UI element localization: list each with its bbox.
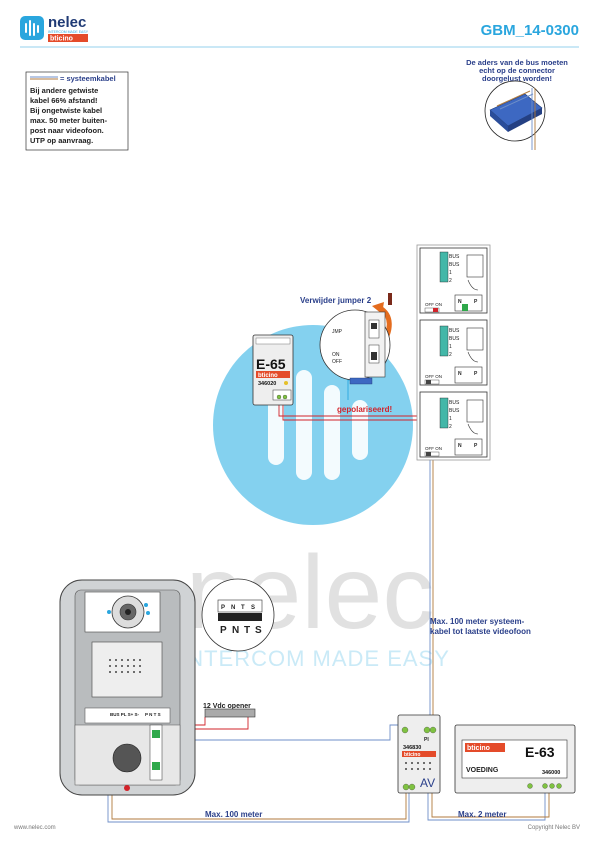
cable-note-line: Bij andere getwiste bbox=[30, 86, 98, 95]
speaker-grille bbox=[91, 641, 163, 698]
handset-icon bbox=[466, 327, 484, 351]
key-label: N bbox=[458, 371, 462, 377]
terminal-label: BUS bbox=[449, 328, 460, 334]
brand-logo: bticino bbox=[50, 36, 73, 43]
led-icon bbox=[284, 381, 288, 385]
switch-label: OFF ON bbox=[425, 302, 442, 307]
terminal-label: BUS bbox=[449, 254, 460, 260]
outdoor-panel: BUS PL S+ S- P N T S bbox=[59, 579, 196, 796]
cable-note-line: kabel 66% afstand! bbox=[30, 96, 98, 105]
e63-name: E-63 bbox=[525, 744, 555, 760]
av-code: 346830 bbox=[403, 745, 421, 751]
e65-module: E-65 bticino 346020 bbox=[252, 334, 294, 406]
terminal-label: BUS bbox=[449, 408, 460, 414]
terminal-label: N bbox=[232, 625, 239, 636]
e65-code: 346020 bbox=[258, 381, 276, 387]
system-cable-label: Max. 100 meter systeem- bbox=[430, 617, 525, 626]
off-label: OFF bbox=[332, 359, 342, 365]
connector-note-line: De aders van de bus moeten bbox=[466, 58, 568, 67]
terminal-label: 2 bbox=[449, 352, 452, 358]
bticino-logo-badge bbox=[48, 34, 88, 42]
terminal-label: S bbox=[255, 625, 262, 636]
terminal-label: 2 bbox=[449, 424, 452, 430]
switch-label: OFF ON bbox=[425, 374, 442, 379]
footer-copyright: Copyright Nelec BV bbox=[528, 825, 580, 831]
led-icon bbox=[124, 785, 130, 791]
doc-code: GBM_14-0300 bbox=[481, 22, 579, 39]
av-logo: bticino bbox=[404, 752, 420, 758]
call-button[interactable] bbox=[112, 743, 142, 773]
cable-note-legend: = systeemkabel bbox=[60, 74, 116, 83]
system-cable-label: kabel tot laatste videofoon bbox=[430, 627, 531, 636]
watermark-tagline: INTERCOM MADE EASY bbox=[180, 646, 450, 671]
connector-note-line: doorgelust worden! bbox=[482, 74, 552, 83]
key-label: N bbox=[458, 299, 462, 305]
brand-name: nelec bbox=[48, 14, 86, 31]
terminal-label: S bbox=[251, 605, 255, 611]
panel-terminal-detail: P N T S P N T S bbox=[201, 578, 275, 652]
e65-name: E-65 bbox=[256, 356, 286, 372]
connector-icon bbox=[489, 90, 543, 132]
door-opener-icon bbox=[204, 708, 256, 718]
jumper-green bbox=[462, 304, 468, 311]
key-label: N bbox=[458, 443, 462, 449]
handset-icon bbox=[466, 399, 484, 423]
e63-module: bticino E-63 VOEDING 346000 bbox=[454, 724, 576, 794]
switch-label: OFF ON bbox=[425, 446, 442, 451]
terminal-label: 1 bbox=[449, 416, 452, 422]
key-label: P bbox=[474, 371, 478, 377]
handset-icon bbox=[466, 254, 484, 278]
polarized-label: gepolariseerd! bbox=[337, 405, 392, 414]
panel-bottom-terminals: BUS PL S+ S- bbox=[110, 712, 140, 717]
max-100-label: Max. 100 meter bbox=[205, 810, 262, 819]
door-opener: 12 Vdc opener bbox=[203, 703, 256, 718]
panel-bottom-keys: P N T S bbox=[145, 712, 161, 717]
cable-note-line: UTP op aanvraag. bbox=[30, 136, 93, 145]
on-label: ON bbox=[332, 352, 340, 358]
e65-logo: bticino bbox=[258, 373, 278, 379]
videophone-unit: BUS BUS 1 2 N P OFF ON bbox=[419, 247, 488, 314]
terminal-label: P bbox=[221, 605, 225, 611]
nelec-logo-icon bbox=[20, 16, 44, 40]
cable-note-line: max. 50 meter buiten- bbox=[30, 116, 108, 125]
connector-note: De aders van de bus moeten echt op de co… bbox=[466, 58, 568, 142]
cable-note-line: post naar videofoon. bbox=[30, 126, 104, 135]
max-2-label: Max. 2 meter bbox=[458, 810, 506, 819]
opener-label: 12 Vdc opener bbox=[203, 703, 251, 710]
videophone-unit: BUS BUS 1 2 N P OFF ON bbox=[419, 319, 488, 386]
key-label: P bbox=[474, 299, 478, 305]
jumper-detail: Verwijder jumper 2 JMP ON OFF bbox=[300, 293, 392, 385]
cable-note-line: Bij ongetwiste kabel bbox=[30, 106, 102, 115]
footer-website: www.nelec.com bbox=[13, 825, 56, 831]
header: nelec INTERCOM MADE EASY bticino GBM_14-… bbox=[20, 14, 579, 48]
terminal-label: BUS bbox=[449, 336, 460, 342]
terminal-label: 2 bbox=[449, 278, 452, 284]
terminal-label: T bbox=[241, 605, 245, 611]
e63-code: 346000 bbox=[542, 770, 560, 776]
videophone-column: BUS BUS 1 2 N P OFF ON BUS BUS 1 2 N P bbox=[416, 244, 491, 461]
brand-tagline: INTERCOM MADE EASY bbox=[48, 30, 89, 34]
e63-sub: VOEDING bbox=[466, 767, 499, 774]
terminal-label: N bbox=[231, 605, 235, 611]
terminal-label: 1 bbox=[449, 344, 452, 350]
remove-jumper-label: Verwijder jumper 2 bbox=[300, 296, 372, 305]
connector-note-line: echt op de connector bbox=[479, 66, 555, 75]
jmp-label: JMP bbox=[332, 329, 343, 335]
terminal-label: BUS bbox=[449, 262, 460, 268]
terminal-label: 1 bbox=[449, 270, 452, 276]
av-label: AV bbox=[420, 776, 435, 790]
av-terminal-label: PI bbox=[424, 737, 429, 743]
e63-logo: bticino bbox=[467, 745, 490, 752]
videophone-unit: BUS BUS 1 2 N P OFF ON bbox=[419, 391, 488, 458]
key-label: P bbox=[474, 443, 478, 449]
terminal-label: BUS bbox=[449, 400, 460, 406]
terminal-label: P bbox=[220, 625, 227, 636]
cable-note: = systeemkabel Bij andere getwiste kabel… bbox=[25, 71, 129, 151]
av-module: PI 346830 bticino AV bbox=[397, 714, 441, 794]
jumper-icon bbox=[388, 293, 392, 305]
terminal-label: T bbox=[244, 625, 250, 636]
